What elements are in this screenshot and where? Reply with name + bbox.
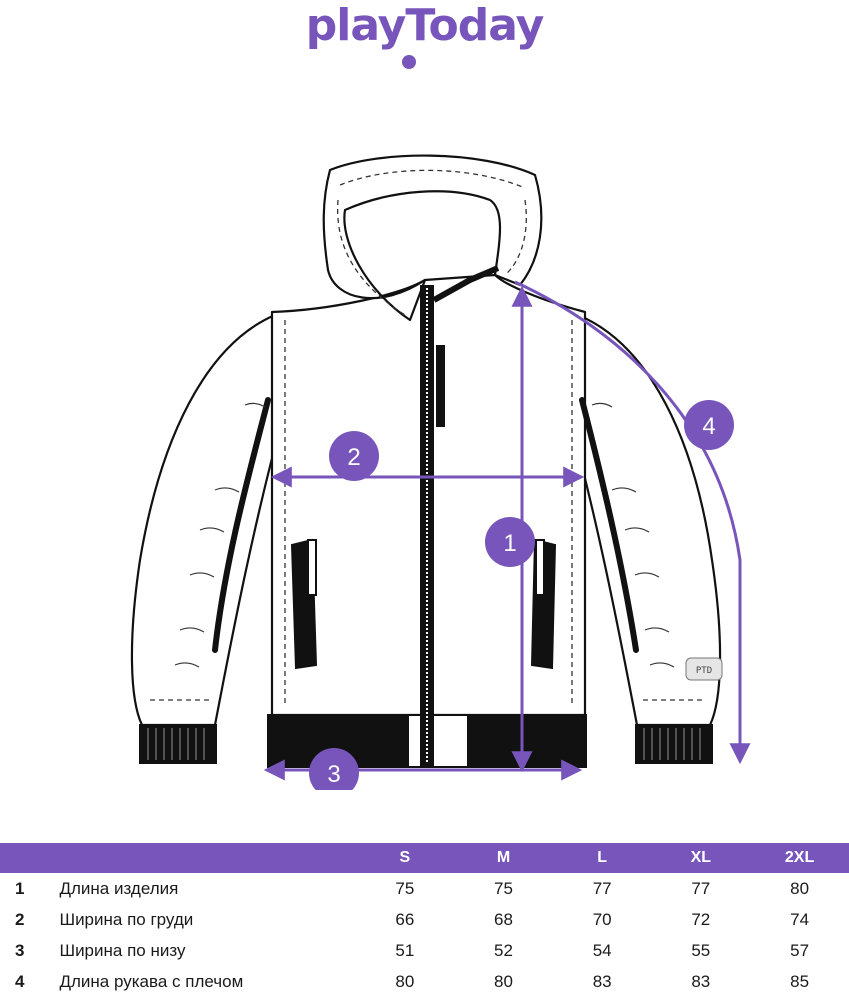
size-value: 83 xyxy=(691,971,711,991)
measurement-name: Ширина по груди xyxy=(59,909,194,929)
header-blank-num xyxy=(0,843,39,873)
size-value: 80 xyxy=(790,878,810,898)
size-value: 74 xyxy=(790,909,810,929)
row-number: 1 xyxy=(15,878,25,898)
marker-1: 1 xyxy=(485,517,535,567)
cuffs-and-hem xyxy=(139,714,713,768)
size-chart-table: S M L XL 2XL 1 Длина изделия 75 75 77 77… xyxy=(0,843,849,997)
measurement-name: Ширина по низу xyxy=(59,940,186,960)
size-header-2xl: 2XL xyxy=(784,849,815,866)
size-value: 85 xyxy=(790,971,810,991)
size-value: 54 xyxy=(592,940,612,960)
marker-2: 2 xyxy=(329,431,379,481)
size-value: 80 xyxy=(494,971,513,991)
brand-logo: playToday xyxy=(0,0,849,80)
rib-stripes xyxy=(147,728,701,760)
hood-lining xyxy=(150,169,705,705)
svg-text:2: 2 xyxy=(347,444,360,471)
size-value: 55 xyxy=(691,940,711,960)
center-zipper xyxy=(420,265,500,767)
size-value: 66 xyxy=(395,909,415,929)
table-row: 2 Ширина по груди 66 68 70 72 74 xyxy=(0,904,849,935)
marker-3: 3 xyxy=(309,748,359,790)
size-header-xl: XL xyxy=(690,849,712,866)
size-value: 70 xyxy=(592,909,612,929)
size-header-l: L xyxy=(597,849,608,866)
table-row: 1 Длина изделия 75 75 77 77 80 xyxy=(0,873,849,904)
table-row: 3 Ширина по низу 51 52 54 55 57 xyxy=(0,935,849,966)
marker-4: 4 xyxy=(684,400,734,450)
size-value: 72 xyxy=(691,909,711,929)
svg-text:1: 1 xyxy=(503,530,516,557)
measurement-name: Длина рукава с плечом xyxy=(59,971,244,991)
measurement-name: Длина изделия xyxy=(59,878,179,898)
sleeve-badge-text: PTD xyxy=(696,666,712,676)
size-value: 77 xyxy=(691,878,711,898)
size-header-s: S xyxy=(399,849,411,866)
size-value: 51 xyxy=(395,940,415,960)
brand-logo-dot xyxy=(402,55,416,69)
sleeve-gathers xyxy=(174,402,675,668)
sleeve-logo-badge: PTD xyxy=(685,657,723,681)
header-blank-name xyxy=(39,843,355,873)
row-number: 3 xyxy=(15,940,25,960)
side-piping xyxy=(212,397,639,653)
size-header-m: M xyxy=(496,849,511,866)
size-value: 68 xyxy=(494,909,513,929)
svg-text:4: 4 xyxy=(702,413,715,440)
size-value: 83 xyxy=(592,971,612,991)
jacket-technical-drawing: PTD 1 2 3 4 xyxy=(130,154,751,790)
size-value: 80 xyxy=(395,971,415,991)
size-value: 77 xyxy=(592,878,612,898)
table-row: 4 Длина рукава с плечом 80 80 83 83 85 xyxy=(0,966,849,997)
row-number: 2 xyxy=(15,909,25,929)
size-value: 57 xyxy=(790,940,810,960)
size-value: 75 xyxy=(494,878,513,898)
row-number: 4 xyxy=(15,971,25,991)
size-value: 75 xyxy=(395,878,415,898)
svg-text:3: 3 xyxy=(327,761,340,788)
sleeve-length-line xyxy=(514,280,751,765)
brand-logo-text: playToday xyxy=(305,0,545,51)
size-value: 52 xyxy=(494,940,513,960)
pockets xyxy=(290,538,557,670)
size-chart-header: S M L XL 2XL xyxy=(0,843,849,873)
